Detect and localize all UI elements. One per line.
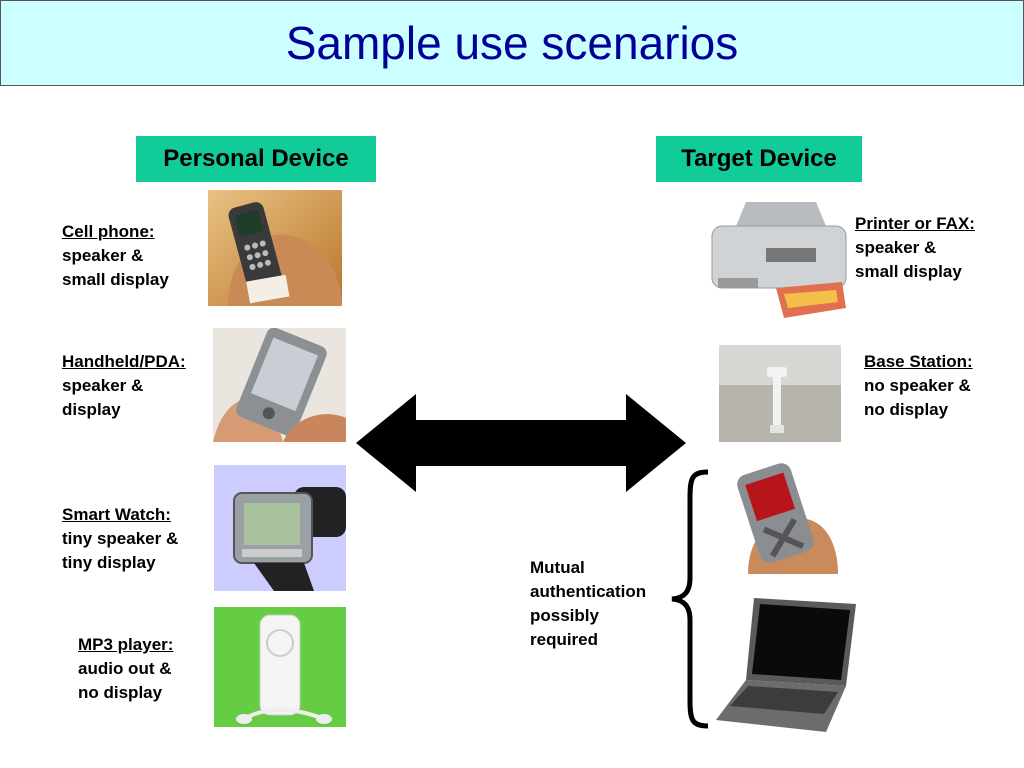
base-station-desc: no speaker & no display <box>864 376 971 419</box>
cell-phone-text: Cell phone: speaker & small display <box>62 220 169 292</box>
pda-desc: speaker & display <box>62 376 144 419</box>
curly-brace <box>671 469 709 729</box>
smart-watch-label: Smart Watch: <box>62 505 171 524</box>
double-arrow <box>356 394 686 492</box>
printer-desc: speaker & small display <box>855 238 962 281</box>
target-device-header: Target Device <box>656 136 862 182</box>
personal-device-header: Personal Device <box>136 136 376 182</box>
page-title: Sample use scenarios <box>285 17 739 69</box>
printer-photo <box>706 198 852 322</box>
pda-label: Handheld/PDA: <box>62 352 186 371</box>
printer-label: Printer or FAX: <box>855 214 975 233</box>
cell-phone-label: Cell phone: <box>62 222 155 241</box>
smart-watch-desc: tiny speaker & tiny display <box>62 529 179 572</box>
cell-phone-desc: speaker & small display <box>62 246 169 289</box>
mp3-player-desc: audio out & no display <box>78 659 172 702</box>
smart-watch-photo <box>214 465 346 591</box>
smartphone-photo <box>728 458 838 574</box>
base-station-photo <box>719 345 841 442</box>
laptop-photo <box>716 596 858 734</box>
pda-text: Handheld/PDA: speaker & display <box>62 350 186 422</box>
base-station-text: Base Station: no speaker & no display <box>864 350 973 422</box>
mp3-player-text: MP3 player: audio out & no display <box>78 633 173 705</box>
mp3-player-label: MP3 player: <box>78 635 174 654</box>
printer-text: Printer or FAX: speaker & small display <box>855 212 975 284</box>
smart-watch-text: Smart Watch: tiny speaker & tiny display <box>62 503 178 575</box>
cell-phone-photo <box>208 190 342 306</box>
title-bar: Sample use scenarios <box>0 0 1024 86</box>
mutual-authentication-note: Mutual authentication possibly required <box>530 558 647 649</box>
pda-photo <box>213 328 346 442</box>
base-station-label: Base Station: <box>864 352 973 371</box>
mp3-player-photo <box>214 607 346 727</box>
